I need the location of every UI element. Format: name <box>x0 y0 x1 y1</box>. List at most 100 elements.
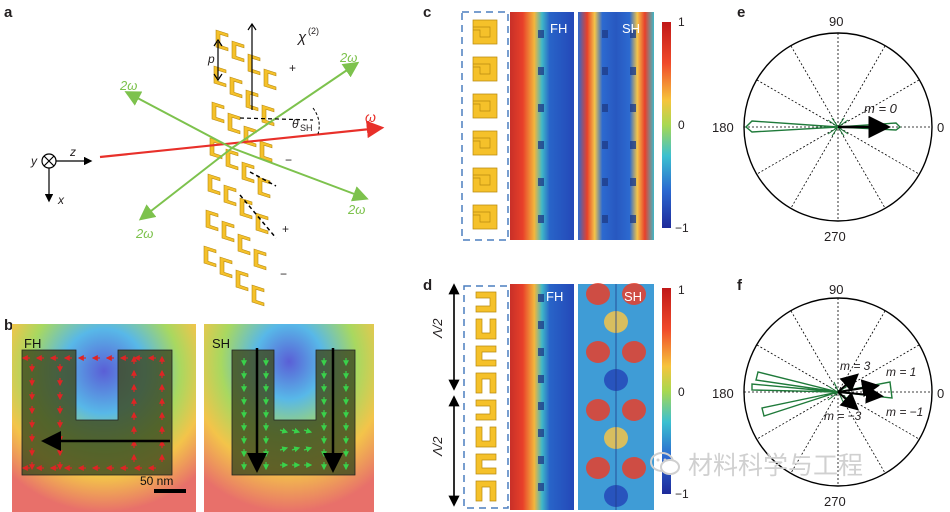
metasurface <box>203 29 277 307</box>
e-angle-90: 90 <box>829 14 843 29</box>
unit-cell-u <box>475 345 497 367</box>
sh-intensity-blob <box>622 283 646 305</box>
panel-f-letter: f <box>737 277 742 294</box>
metasurface-u-element <box>221 220 235 243</box>
sh-intensity-blob <box>586 399 610 421</box>
fh-label-c: FH <box>550 21 567 36</box>
unit-cell-u <box>475 426 497 448</box>
f-angle-90: 90 <box>829 282 843 297</box>
sh-intensity-blob <box>586 457 610 479</box>
metasurface-u-element <box>235 269 249 292</box>
sign-minus-2: − <box>280 267 287 281</box>
sh-map-c <box>578 12 654 240</box>
unit-cell-u <box>472 167 498 193</box>
fh-map-d <box>510 284 574 510</box>
panel-c-figure: FH SH 1 0 −1 <box>461 11 689 241</box>
unit-cell-u <box>475 372 497 394</box>
f-sh-lobe-upper-left <box>755 371 839 393</box>
omega-label: ω <box>365 109 376 125</box>
sh-beam-lower-right <box>231 147 369 202</box>
scale-bar-label: 50 nm <box>140 474 173 488</box>
watermark-text: 材料科学与工程 <box>688 451 864 480</box>
sh-intensity-blob <box>622 399 646 421</box>
unit-cell-u <box>472 19 498 45</box>
sh-label-d: SH <box>624 289 642 304</box>
lambda-bottom: Λ/2 <box>430 436 445 457</box>
panel-d-figure: Λ/2 Λ/2 FH SH 1 0 −1 <box>430 283 689 510</box>
sign-minus-1: − <box>285 153 292 167</box>
f-mode-3: m = 3 <box>840 359 871 373</box>
colorbar-c <box>662 22 671 228</box>
sh-beam-upper-right <box>231 61 360 149</box>
p-label: p <box>207 52 215 66</box>
panel-f-polar: 90 180 0 270 m = 3 m = 1 m = −3 m = −1 <box>712 282 944 509</box>
theta-label: θ <box>292 117 299 131</box>
unit-cell-column-d <box>463 285 509 509</box>
unit-cell-u <box>475 318 497 340</box>
lambda-top: Λ/2 <box>430 318 445 339</box>
unit-cell-u <box>475 399 497 421</box>
panel-d-letter: d <box>423 277 433 294</box>
metasurface-u-element <box>237 233 251 256</box>
metasurface-u-element <box>241 161 255 184</box>
panel-b-letter: b <box>4 317 14 334</box>
metasurface-u-element <box>215 29 229 52</box>
metasurface-u-element <box>263 68 277 91</box>
e-angle-180: 180 <box>712 120 734 135</box>
sh-label-b: SH <box>212 336 230 351</box>
metasurface-u-element <box>247 53 261 76</box>
sh-current-arrow-small <box>303 427 313 434</box>
f-mode-minus-3: m = −3 <box>824 409 862 423</box>
metasurface-u-element <box>223 184 237 207</box>
panel-c-letter: c <box>423 4 432 21</box>
two-omega-ur: 2ω <box>339 50 357 65</box>
axis-z-label: z <box>69 145 76 159</box>
unit-cell-u <box>472 93 498 119</box>
metasurface-u-element <box>257 176 271 199</box>
metasurface-u-element <box>203 245 217 268</box>
two-omega-lr: 2ω <box>347 202 365 217</box>
f-angle-180: 180 <box>712 386 734 401</box>
unit-cell-u <box>475 480 497 502</box>
metasurface-u-element <box>219 256 233 279</box>
sh-intensity-blob <box>622 341 646 363</box>
sign-plus-2: + <box>282 222 289 236</box>
metasurface-u-element <box>245 89 259 112</box>
fh-map-c <box>510 12 574 240</box>
panel-a-letter: a <box>4 4 13 21</box>
f-angle-270: 270 <box>824 494 846 509</box>
colorbar-d-mid: 0 <box>678 385 685 399</box>
metasurface-u-element <box>207 173 221 196</box>
panel-b-figure: FH 50 nm SH <box>12 324 374 512</box>
metasurface-u-element <box>225 148 239 171</box>
axis-y-label: y <box>30 154 38 168</box>
fh-label-b: FH <box>24 336 41 351</box>
e-sh-lobe-left <box>744 120 839 133</box>
e-angle-0: 0 <box>937 120 944 135</box>
wechat-icon <box>650 452 680 475</box>
colorbar-d <box>662 288 671 494</box>
sh-label-c: SH <box>622 21 640 36</box>
colorbar-c-top: 1 <box>678 15 685 29</box>
f-angle-0: 0 <box>937 386 944 401</box>
sh-current-arrow-small <box>279 427 289 434</box>
f-sh-lobe-lower-left <box>761 391 839 417</box>
metasurface-u-element <box>261 104 275 127</box>
panel-e-polar: 90 180 0 270 m = 0 <box>712 14 944 244</box>
metasurface-u-element <box>253 248 267 271</box>
unit-cell-u <box>475 291 497 313</box>
panel-e-letter: e <box>737 4 746 21</box>
fh-label-d: FH <box>546 289 563 304</box>
metasurface-u-element <box>213 65 227 88</box>
metasurface-u-element <box>255 212 269 235</box>
sh-intensity-blob <box>622 457 646 479</box>
e-mode-label: m = 0 <box>864 101 898 116</box>
colorbar-c-mid: 0 <box>678 118 685 132</box>
chi-label: χ <box>296 29 307 46</box>
sh-intensity-blob <box>586 341 610 363</box>
sh-current-arrow-small <box>303 446 313 453</box>
e-angle-270: 270 <box>824 229 846 244</box>
sign-plus-1: + <box>289 61 296 75</box>
sh-current-arrow-small <box>279 446 289 453</box>
axis-x-label: x <box>57 193 65 207</box>
